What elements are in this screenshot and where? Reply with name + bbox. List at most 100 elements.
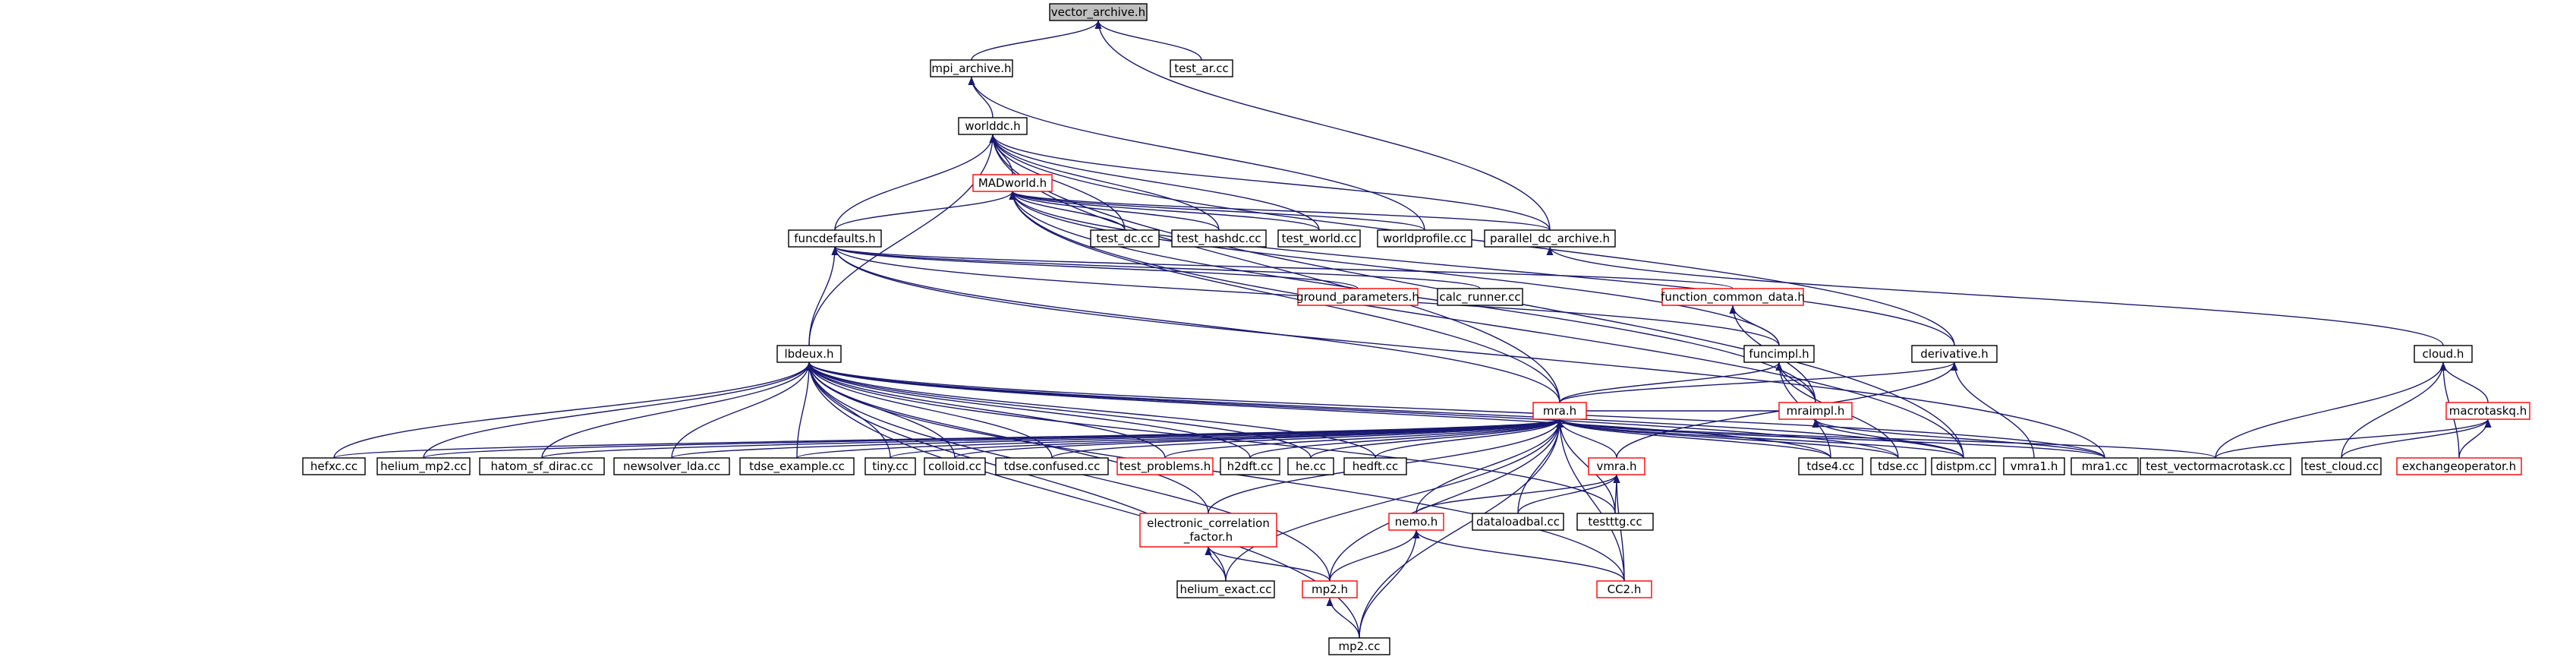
node-mp2h[interactable]: mp2.h: [1302, 580, 1358, 598]
node-nemo[interactable]: nemo.h: [1388, 513, 1444, 531]
node-label: hatom_sf_dirac.cc: [490, 459, 593, 474]
edge-funcdefaults-to-madworld: [834, 191, 1013, 231]
node-dataloadbal[interactable]: dataloadbal.cc: [1472, 513, 1564, 531]
node-lbdeux[interactable]: lbdeux.h: [776, 345, 842, 363]
edge-test_hashdc-to-madworld: [1012, 191, 1220, 231]
node-mra[interactable]: mra.h: [1532, 402, 1587, 420]
node-tdse4[interactable]: tdse4.cc: [1798, 457, 1863, 475]
edge-testtg-to-mra: [1559, 418, 1616, 514]
node-test-cloud[interactable]: test_cloud.cc: [2301, 457, 2382, 475]
node-cc2[interactable]: CC2.h: [1596, 580, 1652, 598]
node-label: tdse4.cc: [1806, 459, 1854, 473]
node-box: [1116, 457, 1214, 475]
node-label: vmra.h: [1596, 459, 1636, 473]
node-madworld[interactable]: MADworld.h: [972, 174, 1053, 192]
node-test-world[interactable]: test_world.cc: [1277, 229, 1361, 248]
edge-mp2h-to-mra: [1329, 418, 1560, 582]
node-mp2cc[interactable]: mp2.cc: [1328, 637, 1390, 655]
node-vmra1h[interactable]: vmra1.h: [2003, 457, 2065, 475]
node-mpi-archive[interactable]: mpi_archive.h: [930, 59, 1013, 77]
node-box: [1931, 457, 1996, 475]
edge-test_world-to-worlddc: [992, 134, 1320, 231]
node-box: [1328, 637, 1390, 655]
edge-arrowhead: [2484, 419, 2492, 428]
node-box: [1437, 288, 1523, 306]
edge-mra-to-funcimpl: [1559, 361, 1780, 403]
node-test-problems[interactable]: test_problems.h: [1116, 457, 1214, 475]
node-box: [2003, 457, 2065, 475]
node-colloid[interactable]: colloid.cc: [924, 457, 986, 475]
node-box: [2140, 457, 2291, 475]
edge-arrowhead: [968, 77, 975, 85]
node-label: function_common_data.h: [1661, 290, 1805, 305]
node-tdse-example[interactable]: tdse_example.cc: [739, 457, 855, 475]
node-worldprofile[interactable]: worldprofile.cc: [1377, 229, 1472, 248]
node-label: h2dft.cc: [1227, 459, 1274, 473]
node-he[interactable]: he.cc: [1287, 457, 1334, 475]
node-label: worldprofile.cc: [1383, 232, 1466, 245]
edge-newsolver_lda-to-mra: [671, 418, 1560, 459]
node-box: [1388, 513, 1444, 531]
node-box: [1170, 59, 1233, 77]
edge-arrowhead: [1412, 530, 1420, 538]
edge-test_dc-to-worlddc: [992, 134, 1126, 231]
node-label: MADworld.h: [978, 176, 1047, 190]
node-tdse[interactable]: tdse.cc: [1870, 457, 1926, 475]
node-ground-parameters[interactable]: ground_parameters.h: [1296, 288, 1419, 306]
edge-funcimpl-to-madworld: [1012, 191, 1780, 346]
node-helium-exact[interactable]: helium_exact.cc: [1176, 580, 1275, 598]
node-mra1[interactable]: mra1.cc: [2071, 457, 2139, 475]
edge-worldprofile-to-madworld: [1012, 191, 1425, 231]
node-test-hashdc[interactable]: test_hashdc.cc: [1171, 229, 1267, 248]
node-testtg[interactable]: testttg.cc: [1576, 513, 1654, 531]
node-calc-runner[interactable]: calc_runner.cc: [1437, 288, 1523, 306]
node-label: calc_runner.cc: [1439, 290, 1520, 305]
node-funcimpl[interactable]: funcimpl.h: [1743, 345, 1815, 363]
node-newsolver-lda[interactable]: newsolver_lda.cc: [613, 457, 730, 475]
node-hefxc[interactable]: hefxc.cc: [302, 457, 366, 475]
node-derivative[interactable]: derivative.h: [1911, 345, 1998, 363]
node-parallel-dc-archive[interactable]: parallel_dc_archive.h: [1484, 229, 1616, 248]
node-test-dc[interactable]: test_dc.cc: [1090, 229, 1160, 248]
node-cloud[interactable]: cloud.h: [2414, 345, 2473, 363]
node-hedft[interactable]: hedft.cc: [1343, 457, 1407, 475]
node-tiny[interactable]: tiny.cc: [864, 457, 916, 475]
node-macrotaskq[interactable]: macrotaskq.h: [2445, 402, 2530, 420]
edge-arrowhead: [1775, 362, 1783, 371]
node-box: [479, 457, 605, 475]
node-tdse-confused[interactable]: tdse.confused.cc: [995, 457, 1109, 475]
node-vector-archive[interactable]: vector_archive.h: [1049, 3, 1148, 21]
node-label: _factor.h: [1183, 530, 1233, 545]
node-test-ar[interactable]: test_ar.cc: [1170, 59, 1233, 77]
node-distpm[interactable]: distpm.cc: [1931, 457, 1996, 475]
node-vmra[interactable]: vmra.h: [1588, 457, 1645, 475]
node-worlddc[interactable]: worlddc.h: [958, 117, 1028, 135]
node-box: [1588, 457, 1645, 475]
edge-mp2h-to-ecf: [1208, 546, 1331, 582]
edge-parallel_dc_archive-to-madworld: [1012, 191, 1551, 231]
node-mraimpl[interactable]: mraimpl.h: [1778, 402, 1853, 420]
node-box: [1049, 3, 1148, 21]
edge-ground_parameters-to-funcdefaults: [834, 246, 1359, 289]
edge-tdse_confused-to-mra: [1051, 418, 1560, 459]
node-label: he.cc: [1296, 459, 1326, 473]
edge-distpm-to-mraimpl: [1815, 418, 1964, 459]
node-label: mpi_archive.h: [931, 62, 1011, 76]
node-function-common-data[interactable]: function_common_data.h: [1661, 288, 1805, 306]
edge-dataloadbal-to-vmra: [1517, 474, 1617, 514]
edge-arrowhead: [1205, 547, 1212, 555]
edge-distpm-to-mra: [1559, 418, 1964, 459]
edge-test_vectormacrotask-to-cloud: [2215, 361, 2444, 459]
edge-mra-to-madworld: [1012, 191, 1560, 403]
node-funcdefaults[interactable]: funcdefaults.h: [788, 229, 882, 248]
node-box: [376, 457, 471, 475]
node-exchangeoperator[interactable]: exchangeoperator.h: [2396, 457, 2522, 475]
node-h2dft[interactable]: h2dft.cc: [1220, 457, 1280, 475]
node-ecf[interactable]: electronic_correlation_factor.h: [1139, 513, 1277, 548]
node-test-vectormacrotask[interactable]: test_vectormacrotask.cc: [2140, 457, 2291, 475]
node-helium-mp2[interactable]: helium_mp2.cc: [376, 457, 471, 475]
node-label: helium_exact.cc: [1179, 582, 1271, 597]
node-hatom-sf-dirac[interactable]: hatom_sf_dirac.cc: [479, 457, 605, 475]
node-box: [1576, 513, 1654, 531]
edge-distpm-to-madworld: [1012, 191, 1964, 459]
